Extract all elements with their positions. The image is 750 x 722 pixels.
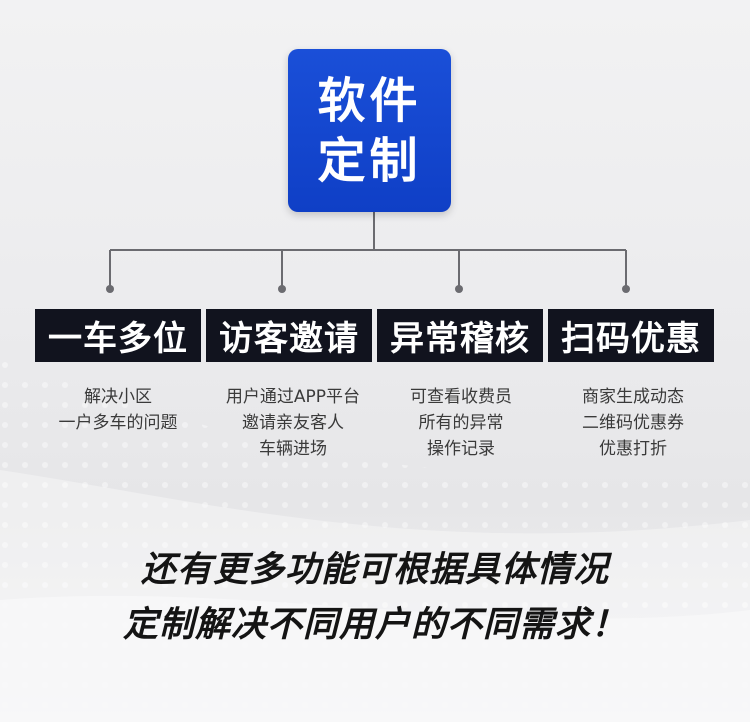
desc-line: 解决小区 [84, 387, 152, 407]
desc-line: 商家生成动态 [582, 387, 684, 407]
footer-line-1: 还有更多功能可根据具体情况 [140, 550, 609, 590]
feature-box-4: 扫码优惠 [548, 309, 714, 362]
desc-line: 二维码优惠券 [582, 413, 684, 433]
feature-box-2: 访客邀请 [206, 309, 372, 362]
desc-line: 操作记录 [427, 439, 495, 459]
root-title-line-1: 软件 [317, 72, 422, 129]
desc-line: 可查看收费员 [410, 387, 512, 407]
feature-desc-4: 商家生成动态 二维码优惠券 优惠打折 [538, 384, 728, 462]
feature-desc-1: 解决小区 一户多车的问题 [23, 384, 213, 436]
feature-desc-3: 可查看收费员 所有的异常 操作记录 [366, 384, 556, 462]
desc-line: 用户通过APP平台 [225, 387, 361, 407]
desc-line: 车辆进场 [259, 439, 327, 459]
feature-box-1: 一车多位 [35, 309, 201, 362]
desc-line: 优惠打折 [599, 439, 667, 459]
desc-line: 一户多车的问题 [58, 413, 178, 433]
connector-dot-2 [278, 285, 286, 293]
feature-title: 扫码优惠 [561, 319, 701, 359]
desc-line: 邀请亲友客人 [242, 413, 344, 433]
connector-dot-1 [106, 285, 114, 293]
feature-title: 异常稽核 [390, 319, 530, 359]
connector-dot-3 [455, 285, 463, 293]
footer-text: 还有更多功能可根据具体情况 定制解决不同用户的不同需求！ [0, 543, 750, 653]
root-node: 软件 定制 [288, 49, 451, 212]
connector-dot-4 [622, 285, 630, 293]
feature-title: 一车多位 [48, 319, 188, 359]
feature-desc-2: 用户通过APP平台 邀请亲友客人 车辆进场 [198, 384, 388, 462]
desc-line: 所有的异常 [418, 413, 504, 433]
feature-title: 访客邀请 [219, 319, 359, 359]
footer-line-2: 定制解决不同用户的不同需求！ [122, 605, 627, 645]
feature-box-3: 异常稽核 [377, 309, 543, 362]
root-title-line-2: 定制 [317, 132, 422, 189]
